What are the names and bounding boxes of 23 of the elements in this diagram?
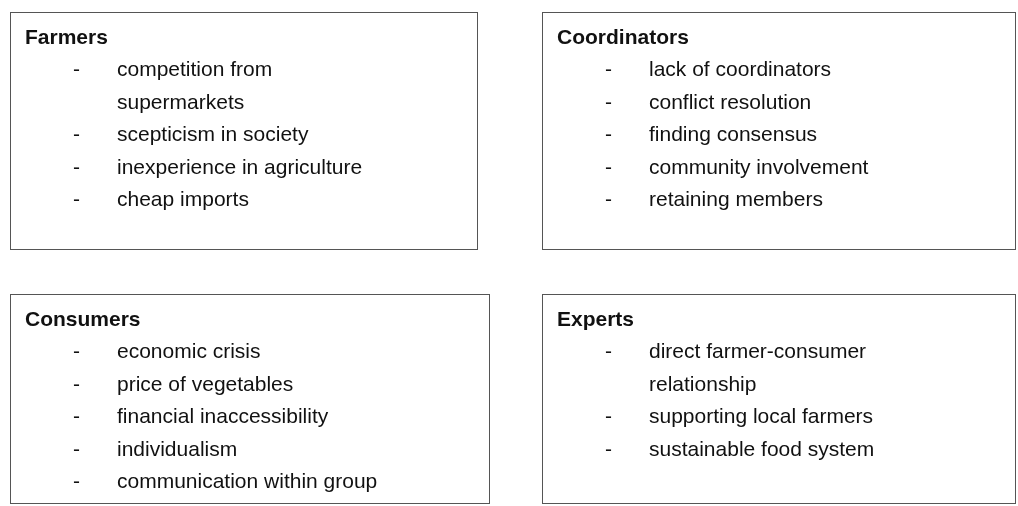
list-item: - scepticism in society: [73, 121, 310, 147]
box-heading: Experts: [557, 306, 636, 332]
list-item: - individualism: [73, 435, 239, 462]
list-item: - conflict resolution: [605, 88, 813, 115]
category-box: [542, 12, 1016, 250]
box-heading: Farmers: [25, 24, 109, 50]
list-item: - finding consensus: [605, 121, 819, 147]
list-item: - communication within group: [73, 468, 379, 494]
list-item: - supporting local farmers: [605, 403, 875, 429]
category-box: [10, 12, 478, 250]
list-item: - cheap imports: [73, 186, 250, 212]
list-item: - retaining members: [605, 186, 824, 212]
list-item: - inexperience in agriculture: [73, 153, 364, 180]
list-item: - financial inaccessibility: [73, 403, 330, 429]
category-box: [10, 294, 490, 504]
list-item: - lack of coordinators: [605, 56, 833, 82]
box-heading: Coordinators: [557, 24, 690, 50]
list-item: - sustainable food system: [605, 435, 876, 462]
list-item: - community involvement: [605, 153, 870, 180]
list-item: - economic crisis: [73, 338, 262, 364]
box-heading: Consumers: [25, 306, 142, 332]
list-item: - price of vegetables: [73, 370, 295, 397]
category-box: [542, 294, 1016, 504]
